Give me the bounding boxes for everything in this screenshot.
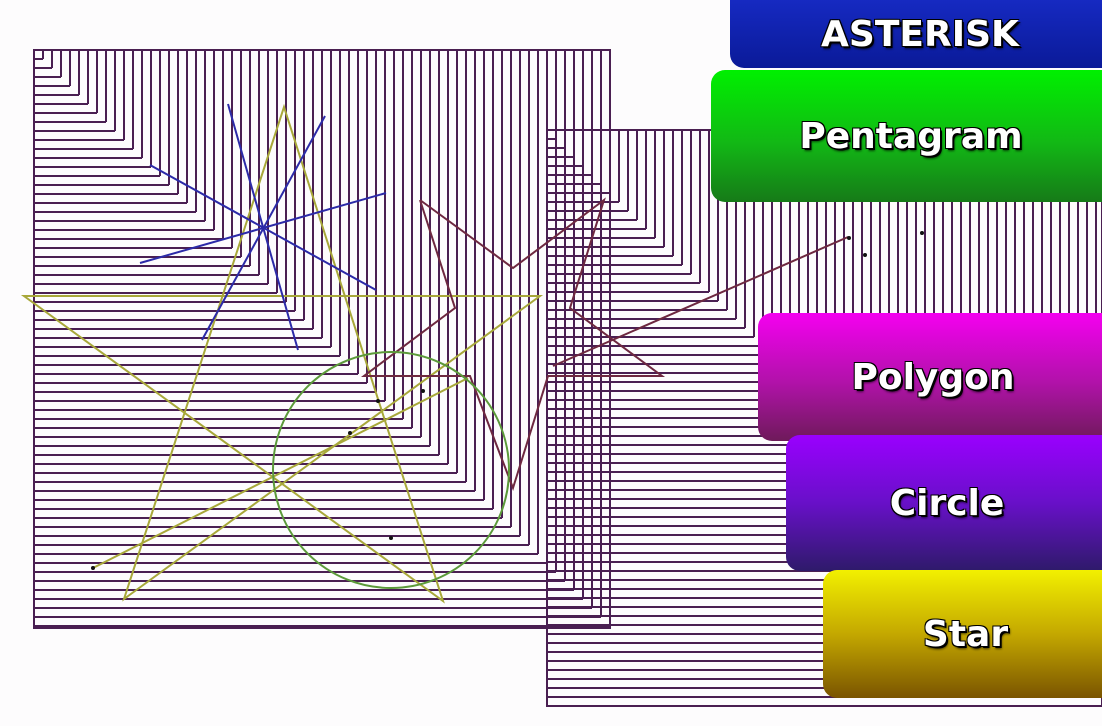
point-markers [91,231,924,570]
star-button[interactable]: Star [823,570,1102,698]
polygon-shape [360,197,666,492]
asterisk-button[interactable]: ASTERISK [730,0,1102,68]
maroon-line [552,236,849,367]
circle-shape [272,351,510,589]
polygon-button[interactable]: Polygon [758,313,1102,441]
hatch-border [33,49,611,629]
pentagram-button[interactable]: Pentagram [711,70,1102,202]
circle-button[interactable]: Circle [786,435,1102,571]
yellow-line [92,377,469,569]
asterisk-shape [139,103,387,351]
hatched-square-left [33,49,611,629]
